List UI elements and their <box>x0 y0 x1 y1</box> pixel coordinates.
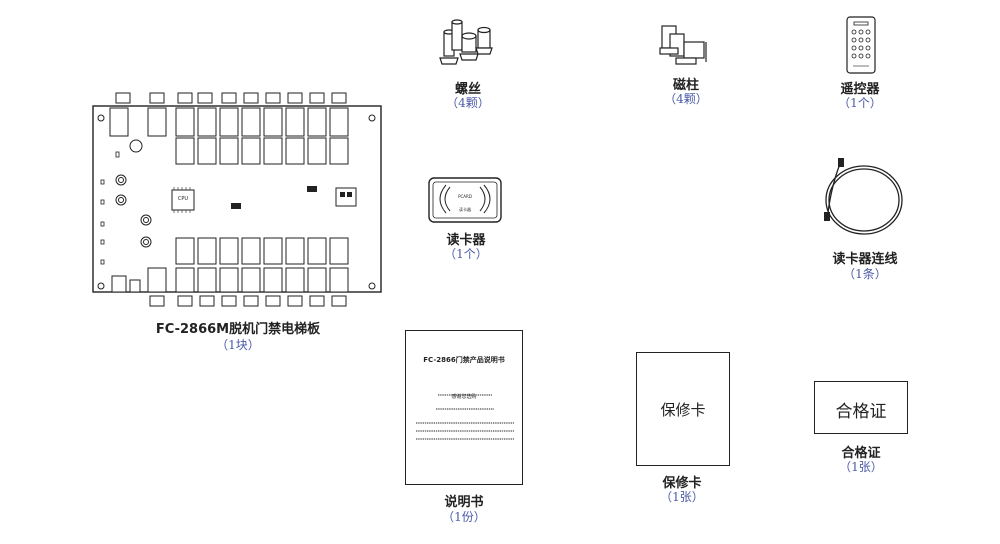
manual-name: 说明书 <box>444 495 484 510</box>
cable-name: 读卡器连线 <box>832 252 898 267</box>
reader-qty: （1个） <box>444 247 488 261</box>
manual-document: FC-2866门禁产品说明书 感谢您选购 <box>405 330 523 485</box>
remote-name: 遥控器 <box>840 82 880 97</box>
screws-icon <box>436 18 500 70</box>
magnets-icon <box>656 20 716 68</box>
magnets-name: 磁柱 <box>672 78 699 93</box>
remote-qty: （1个） <box>838 96 882 110</box>
screws-name: 螺丝 <box>454 82 481 97</box>
reader-name: 读卡器 <box>446 233 486 248</box>
cable-qty: （1条） <box>843 267 887 281</box>
card-reader-icon: PCARD 读卡器 <box>428 177 502 223</box>
board-name: FC-2866M脱机门禁电梯板 <box>155 322 321 337</box>
certificate-name: 合格证 <box>841 446 881 461</box>
warranty-card-text: 保修卡 <box>660 401 706 419</box>
reader-card-sub: 读卡器 <box>459 207 471 212</box>
magnets-qty: （4颗） <box>664 92 708 106</box>
certificate-card: 合格证 <box>814 381 908 434</box>
screws-qty: （4颗） <box>446 96 490 110</box>
warranty-qty: （1张） <box>660 490 704 504</box>
warranty-name: 保修卡 <box>662 476 702 491</box>
certificate-qty: （1张） <box>839 460 883 474</box>
manual-doc-title: FC-2866门禁产品说明书 <box>423 356 505 364</box>
controller-board: CPU <box>88 90 388 310</box>
manual-qty: （1份） <box>442 510 486 524</box>
manual-doc-subtitle: 感谢您选购 <box>451 394 477 400</box>
reader-card-text: PCARD <box>458 194 472 199</box>
warranty-card: 保修卡 <box>636 352 730 466</box>
cpu-label: CPU <box>177 196 189 202</box>
certificate-card-text: 合格证 <box>835 402 887 422</box>
remote-icon <box>845 16 877 74</box>
board-qty: （1块） <box>216 338 260 352</box>
cable-icon <box>818 154 908 240</box>
controller-board-drawing <box>92 92 382 307</box>
